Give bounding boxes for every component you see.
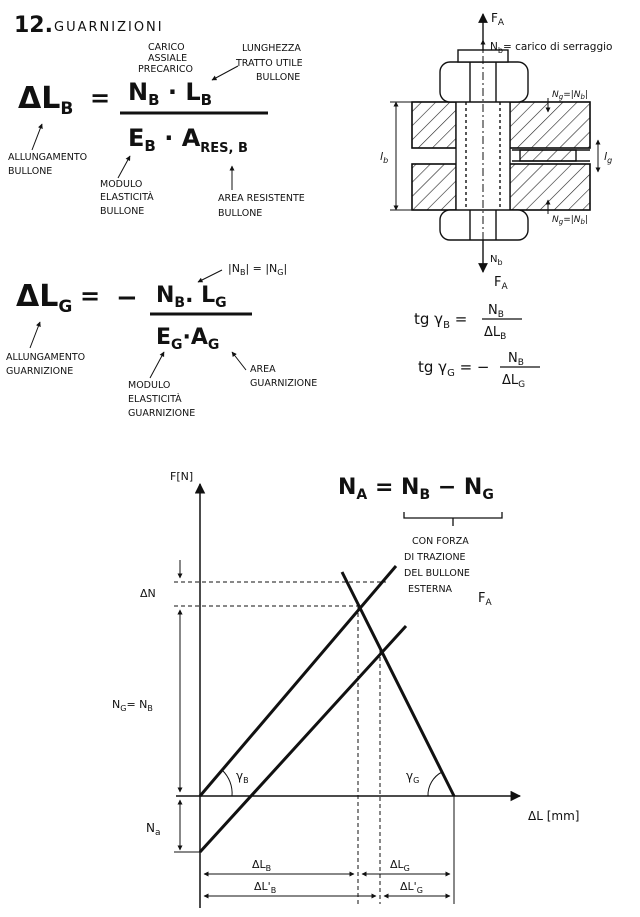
formula-equals: = — [90, 84, 110, 112]
label-gamma-b: γB — [236, 769, 249, 785]
label-ng-nb: NG= NB — [112, 698, 153, 713]
gasket-elongation-formula: |NB| = |NG| ΔLG = − NB. LG EG·AG ALLUNGA… — [6, 262, 317, 419]
bolt-drawing-labels: FA Nb= carico di serraggio Ng=|Nb| lb lg… — [380, 11, 612, 292]
label-nb-top: Nb= carico di serraggio — [490, 41, 612, 55]
angle-arc-gamma-g — [427, 771, 443, 797]
formula-equals: = — [80, 282, 100, 310]
bolt-assembly-drawing — [390, 13, 601, 273]
lower-plate-right — [509, 163, 591, 211]
tg-gamma-b-num: NB — [488, 303, 504, 320]
label-lg: lg — [604, 150, 612, 165]
label-fa-bottom: FA — [494, 275, 508, 292]
section-number: 12. — [14, 13, 53, 38]
equation-brace — [403, 512, 503, 526]
force-elongation-diagram: F[N] ΔL [mm] ΔN NG= NB Na γB — [112, 470, 579, 908]
label-fa-top: FA — [491, 11, 505, 28]
x-axis-label: ΔL [mm] — [528, 809, 579, 823]
label-nb-bottom: Nb — [490, 254, 503, 267]
label-dlg: ΔLG — [390, 858, 410, 873]
formula-numerator: NB. LG — [156, 283, 227, 311]
tangent-formulas: tg γB = NB ΔLB tg γG = − NB ΔLG — [414, 303, 540, 390]
bolt-stiffness-line — [198, 565, 398, 797]
formula-denominator: EB · ARES, B — [128, 124, 248, 156]
gasket-stiffness-line — [340, 571, 456, 797]
formula-lhs: ΔLG — [16, 279, 72, 317]
label-na: Na — [146, 821, 161, 838]
label-delta-n: ΔN — [140, 587, 156, 600]
label-ng-bottom: Ng=|Nb| — [552, 215, 588, 226]
label-dlb: ΔLB — [252, 858, 271, 873]
y-axis-label: F[N] — [170, 470, 193, 483]
bolt-stiffness-line-shifted — [198, 624, 408, 854]
abs-note: |NB| = |NG| — [228, 262, 287, 277]
top-nut — [439, 61, 529, 103]
label-lb: lb — [380, 150, 388, 165]
tg-gamma-g-num: NB — [508, 351, 524, 368]
label-dlg2: ΔL'G — [400, 880, 423, 895]
bolt-head — [439, 209, 529, 241]
header: 12. GUARNIZIONI — [14, 13, 164, 38]
formula-minus: − — [116, 283, 138, 313]
tg-gamma-b-den: ΔLB — [484, 325, 506, 342]
upper-plate-left — [411, 101, 457, 149]
label-ng-top: Ng=|Nb| — [552, 90, 588, 101]
label-gamma-g: γG — [406, 769, 419, 785]
label-dlb2: ΔL'B — [254, 880, 276, 895]
angle-arc-gamma-b — [221, 769, 233, 797]
tg-gamma-b-lhs: tg γB = — [414, 310, 467, 331]
section-title: GUARNIZIONI — [54, 20, 164, 35]
upper-plate-right — [509, 101, 591, 149]
formula-lhs: ΔLB — [18, 81, 73, 119]
tg-gamma-g-lhs: tg γG = − — [418, 358, 490, 379]
formula-denominator: EG·AG — [156, 325, 219, 353]
note-fa: FA — [478, 591, 492, 608]
lower-plate-left — [411, 163, 457, 211]
gasket — [519, 149, 577, 162]
formula-numerator: NB · LB — [128, 78, 212, 109]
equation-na: NA = NB − NG — [338, 475, 494, 503]
tg-gamma-g-den: ΔLG — [502, 373, 525, 390]
